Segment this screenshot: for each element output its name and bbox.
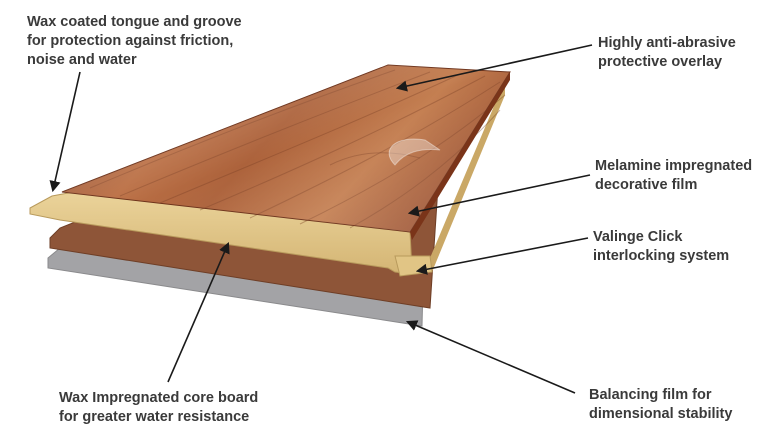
- label-line: Wax Impregnated core board: [59, 390, 259, 406]
- label-click-system: Valinge Click interlocking system: [593, 228, 729, 266]
- label-balancing-film: Balancing film for dimensional stability: [589, 386, 732, 424]
- annotation-arrows: [49, 44, 593, 394]
- label-line: Melamine impregnated: [595, 158, 753, 174]
- label-line: Wax coated tongue and groove: [27, 14, 242, 30]
- label-line: protective overlay: [598, 54, 723, 70]
- protective-overlay-layer: [62, 65, 510, 232]
- label-line: interlocking system: [593, 248, 730, 264]
- arrow-decorative-film: [407, 174, 591, 217]
- top-edge-strip: [410, 72, 510, 240]
- label-line: decorative film: [595, 177, 698, 193]
- label-line: Valinge Click: [593, 229, 683, 245]
- label-core-board: Wax Impregnated core board for greater w…: [59, 389, 258, 427]
- label-decorative-film: Melamine impregnated decorative film: [595, 157, 752, 195]
- label-line: dimensional stability: [589, 406, 733, 422]
- label-tongue-groove: Wax coated tongue and groove for protect…: [27, 13, 242, 70]
- arrow-core-board: [167, 241, 230, 383]
- arrow-tongue-groove: [49, 71, 81, 193]
- arrow-click-system: [415, 237, 589, 275]
- overlay-peel: [388, 138, 441, 166]
- label-line: noise and water: [27, 52, 137, 68]
- label-line: for greater water resistance: [59, 409, 250, 425]
- label-line: Balancing film for: [589, 387, 712, 403]
- arrow-overlay: [395, 44, 593, 92]
- label-overlay: Highly anti-abrasive protective overlay: [598, 34, 736, 72]
- click-tongue: [394, 255, 433, 277]
- label-line: for protection against friction,: [27, 33, 234, 49]
- label-line: Highly anti-abrasive: [598, 35, 736, 51]
- arrow-balancing-film: [405, 320, 576, 394]
